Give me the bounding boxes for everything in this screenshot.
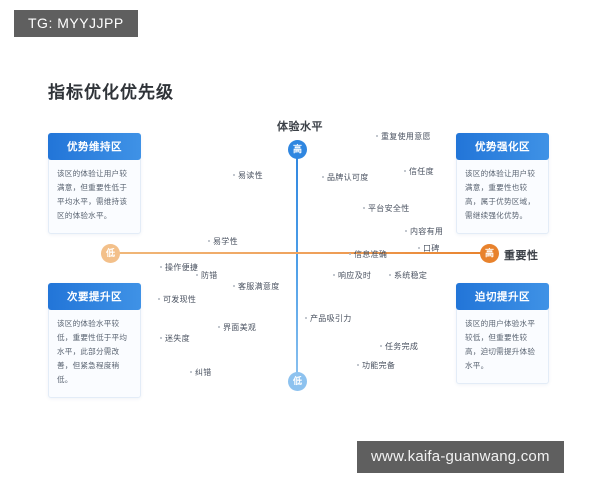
quadrant-card-top-right: 优势强化区 该区的体验让用户较满意，重要性也较高，属于优势区域，需继续强化优势。: [456, 133, 549, 235]
scatter-point: 重复使用意愿: [376, 131, 431, 142]
scatter-point: 系统稳定: [389, 270, 427, 281]
point-marker-icon: [196, 274, 198, 277]
point-marker-icon: [349, 253, 351, 256]
quadrant-title: 优势强化区: [456, 133, 549, 160]
scatter-point: 操作便捷: [160, 262, 198, 273]
point-label: 防错: [201, 271, 218, 280]
point-label: 信息准确: [354, 250, 388, 259]
scatter-point: 响应及时: [333, 270, 371, 281]
scatter-point: 迷失度: [160, 333, 190, 344]
y-axis-high-marker: 高: [288, 140, 307, 159]
point-label: 易读性: [238, 171, 263, 180]
point-label: 任务完成: [385, 342, 419, 351]
point-marker-icon: [305, 317, 307, 320]
y-axis-low-marker: 低: [288, 372, 307, 391]
point-marker-icon: [380, 345, 382, 348]
quadrant-card-top-left: 优势维持区 该区的体验让用户较满意，但重要性低于平均水平，需维持该区的体验水平。: [48, 133, 141, 235]
point-marker-icon: [357, 364, 359, 367]
point-marker-icon: [322, 176, 324, 179]
scatter-point: 易读性: [233, 170, 263, 181]
point-marker-icon: [389, 274, 391, 277]
point-label: 内容有用: [410, 227, 444, 236]
point-label: 易学性: [213, 237, 238, 246]
scatter-point: 纠错: [190, 367, 212, 378]
point-label: 系统稳定: [394, 271, 428, 280]
quadrant-card-bottom-left: 次要提升区 该区的体验水平较低，重要性低于平均水平，此部分需改善，但紧急程度稍低…: [48, 283, 141, 399]
point-marker-icon: [405, 230, 407, 233]
point-marker-icon: [190, 371, 192, 374]
quadrant-description: 该区的体验让用户较满意，重要性也较高，属于优势区域，需继续强化优势。: [465, 169, 536, 221]
y-axis-label: 体验水平: [277, 121, 323, 133]
scatter-point: 界面美观: [218, 322, 256, 333]
scatter-point: 产品吸引力: [305, 313, 352, 324]
scatter-point: 内容有用: [405, 226, 443, 237]
page-title: 指标优化优先级: [48, 83, 174, 102]
point-marker-icon: [376, 135, 378, 138]
quadrant-title: 迫切提升区: [456, 283, 549, 310]
scatter-point: 口碑: [418, 243, 440, 254]
point-marker-icon: [160, 337, 162, 340]
scatter-point: 客服满意度: [233, 281, 280, 292]
point-label: 平台安全性: [368, 204, 410, 213]
quadrant-title: 优势维持区: [48, 133, 141, 160]
x-axis-low-marker: 低: [101, 244, 120, 263]
point-label: 可发现性: [163, 295, 197, 304]
scatter-point: 功能完备: [357, 360, 395, 371]
point-marker-icon: [233, 285, 235, 288]
scatter-point: 信任度: [404, 166, 434, 177]
point-label: 客服满意度: [238, 282, 280, 291]
quadrant-description: 该区的体验水平较低，重要性低于平均水平，此部分需改善，但紧急程度稍低。: [57, 319, 128, 385]
quadrant-title: 次要提升区: [48, 283, 141, 310]
x-axis-label: 重要性: [504, 250, 539, 262]
quadrant-card-bottom-right: 迫切提升区 该区的用户体验水平较低，但重要性较高，迫切需提升体验水平。: [456, 283, 549, 385]
point-marker-icon: [233, 174, 235, 177]
point-label: 重复使用意愿: [381, 132, 431, 141]
point-marker-icon: [160, 266, 162, 269]
point-marker-icon: [404, 170, 406, 173]
scatter-point: 防错: [196, 270, 218, 281]
point-marker-icon: [218, 326, 220, 329]
scatter-point: 品牌认可度: [322, 172, 369, 183]
quadrant-description: 该区的体验让用户较满意，但重要性低于平均水平，需维持该区的体验水平。: [57, 169, 128, 221]
point-marker-icon: [333, 274, 335, 277]
scatter-point: 任务完成: [380, 341, 418, 352]
watermark-tag: TG: MYYJJPP: [14, 10, 138, 37]
point-label: 品牌认可度: [327, 173, 369, 182]
scatter-point: 可发现性: [158, 294, 196, 305]
scatter-point: 信息准确: [349, 249, 387, 260]
point-label: 纠错: [195, 368, 212, 377]
point-label: 界面美观: [223, 323, 257, 332]
quadrant-description: 该区的用户体验水平较低，但重要性较高，迫切需提升体验水平。: [465, 319, 536, 371]
y-axis-line: [296, 148, 298, 383]
x-axis-high-marker: 高: [480, 244, 499, 263]
point-label: 产品吸引力: [310, 314, 352, 323]
scatter-point: 易学性: [208, 236, 238, 247]
point-marker-icon: [363, 207, 365, 210]
point-label: 信任度: [409, 167, 434, 176]
point-label: 迷失度: [165, 334, 190, 343]
x-axis-line: [110, 252, 489, 254]
point-label: 操作便捷: [165, 263, 199, 272]
watermark-url: www.kaifa-guanwang.com: [357, 441, 564, 473]
point-marker-icon: [208, 240, 210, 243]
point-label: 口碑: [423, 244, 440, 253]
scatter-point: 平台安全性: [363, 203, 410, 214]
point-marker-icon: [158, 298, 160, 301]
point-marker-icon: [418, 247, 420, 250]
point-label: 功能完备: [362, 361, 396, 370]
point-label: 响应及时: [338, 271, 372, 280]
